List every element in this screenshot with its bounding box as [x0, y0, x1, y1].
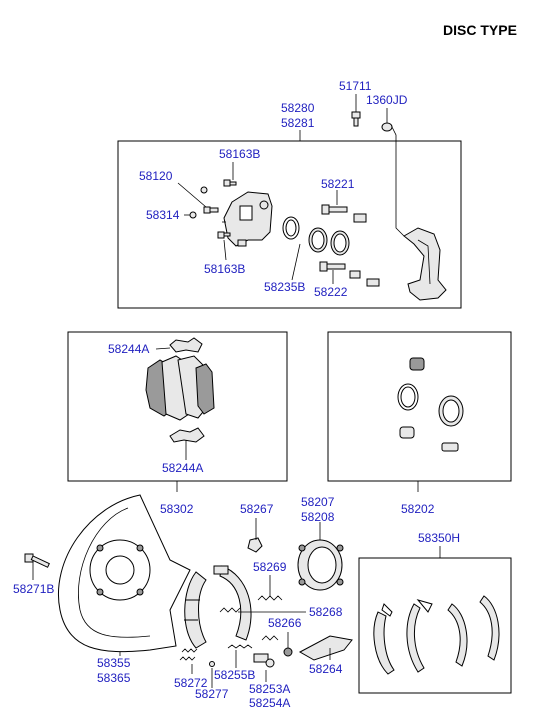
bolt-58163b-bottom-part[interactable]	[217, 231, 231, 239]
label-58277[interactable]: 58277	[195, 687, 229, 701]
label-58314[interactable]: 58314	[146, 208, 180, 222]
label-58254a[interactable]: 58254A	[249, 696, 290, 710]
label-1360jd[interactable]: 1360JD	[366, 93, 408, 107]
adjuster-58253a-part[interactable]	[253, 653, 275, 668]
caliper-bracket-part[interactable]	[403, 227, 447, 301]
spring-58255b-part[interactable]	[227, 644, 253, 649]
spring-58272-part[interactable]	[179, 648, 198, 661]
pin-58277-part[interactable]	[209, 661, 215, 667]
label-58221[interactable]: 58221	[321, 177, 355, 191]
brake-pad-box	[67, 331, 288, 482]
label-58281[interactable]: 58281	[281, 116, 315, 130]
pad-clip-top-part[interactable]	[169, 337, 203, 353]
adjuster-58267-part[interactable]	[247, 537, 263, 553]
caliper-assembly-box	[117, 140, 462, 309]
spring-58268-part[interactable]	[219, 607, 241, 613]
label-58264[interactable]: 58264	[309, 662, 343, 676]
spring-58269-part[interactable]	[257, 595, 283, 601]
pad-clip-bottom-part[interactable]	[169, 427, 205, 443]
bolt-51711-part[interactable]	[351, 94, 361, 127]
label-58244a-bottom[interactable]: 58244A	[162, 461, 203, 475]
label-58269[interactable]: 58269	[253, 560, 287, 574]
diagram-title: DISC TYPE	[443, 22, 517, 38]
label-58302[interactable]: 58302	[160, 502, 194, 516]
label-58272[interactable]: 58272	[174, 676, 208, 690]
label-58355[interactable]: 58355	[97, 656, 131, 670]
label-58163b-top[interactable]: 58163B	[219, 147, 260, 161]
label-58222[interactable]: 58222	[314, 285, 348, 299]
label-58365[interactable]: 58365	[97, 671, 131, 685]
brake-pads-part[interactable]	[145, 355, 215, 421]
caliper-body-part[interactable]	[223, 191, 273, 247]
hub-ring-58207-part[interactable]	[297, 539, 344, 591]
bleeder-58120-part[interactable]	[200, 186, 219, 214]
guide-pin-58221-part[interactable]	[321, 204, 367, 223]
lever-58264-part[interactable]	[298, 635, 353, 661]
washer-1360jd-part[interactable]	[381, 108, 405, 237]
label-58120[interactable]: 58120	[139, 169, 173, 183]
label-58244a-top[interactable]: 58244A	[108, 342, 149, 356]
label-58235b[interactable]: 58235B	[264, 280, 305, 294]
label-58280[interactable]: 58280	[281, 101, 315, 115]
seal-kit-box	[327, 331, 512, 482]
shoe-kit-box	[358, 557, 512, 694]
label-58163b-bottom[interactable]: 58163B	[204, 262, 245, 276]
label-58202[interactable]: 58202	[401, 502, 435, 516]
label-58266[interactable]: 58266	[268, 616, 302, 630]
piston-seal-part[interactable]	[282, 216, 300, 240]
label-58267[interactable]: 58267	[240, 502, 274, 516]
shoe-kit-parts[interactable]	[373, 595, 500, 675]
label-58207[interactable]: 58207	[301, 495, 335, 509]
label-58268[interactable]: 58268	[309, 605, 343, 619]
backing-plate-58355-part[interactable]	[58, 494, 191, 653]
label-58255b[interactable]: 58255B	[214, 668, 255, 682]
parking-brake-shoes-part[interactable]	[184, 565, 252, 649]
label-58271b[interactable]: 58271B	[13, 582, 54, 596]
guide-pin-58222-part[interactable]	[319, 261, 380, 287]
bolt-58163b-top-part[interactable]	[223, 179, 237, 187]
label-58208[interactable]: 58208	[301, 510, 335, 524]
label-58253a[interactable]: 58253A	[249, 682, 290, 696]
piston-58235b-part[interactable]	[308, 227, 350, 256]
seal-kit-parts[interactable]	[397, 357, 464, 452]
spring-58266-part[interactable]	[261, 635, 293, 657]
bolt-58271b-part[interactable]	[24, 553, 50, 568]
label-58350h[interactable]: 58350H	[418, 531, 460, 545]
cap-58314-part[interactable]	[189, 211, 197, 219]
label-51711[interactable]: 51711	[339, 79, 372, 93]
